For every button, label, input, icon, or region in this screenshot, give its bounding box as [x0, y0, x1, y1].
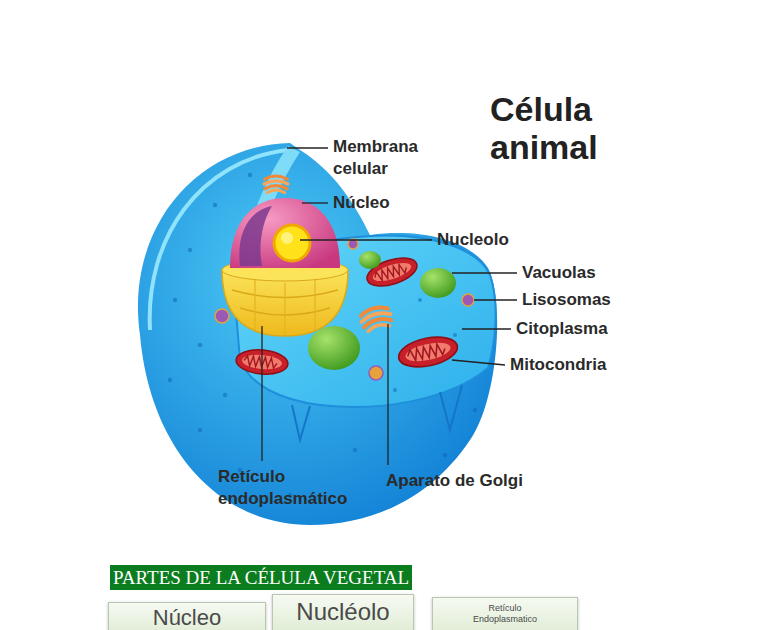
surface-dots [353, 448, 357, 452]
golgi-apparatus [264, 176, 288, 193]
surface-dots [248, 173, 252, 177]
surface-dots [173, 298, 177, 302]
leader-lines [287, 147, 328, 148]
nucleus [230, 198, 340, 268]
leader-lines [462, 328, 511, 329]
leader-lines [302, 202, 328, 203]
surface-dots [473, 408, 477, 412]
part-label: Núcleo [333, 192, 453, 214]
surface-dots [198, 428, 202, 432]
surface-dots [418, 298, 422, 302]
surface-dots [168, 378, 172, 382]
surface-dots [198, 343, 202, 347]
endoplasmic-reticulum [255, 280, 315, 335]
lysosomes [215, 239, 474, 380]
leader-lines [452, 272, 517, 273]
vacuoles [420, 268, 456, 298]
cell-body [292, 405, 310, 440]
surface-dots [188, 248, 192, 252]
vacuoles [308, 326, 360, 370]
part-button: Nucléolo [272, 594, 414, 630]
cell-body [440, 385, 462, 430]
lysosomes [215, 309, 229, 323]
leader-lines [262, 148, 517, 465]
surface-dots [393, 388, 397, 392]
part-label: Mitocondria [510, 354, 640, 376]
part-label: Nucleolo [437, 229, 557, 251]
nucleus [239, 206, 272, 266]
part-label: Vacuolas [522, 262, 642, 284]
part-label: Citoplasma [516, 318, 646, 340]
part-label: Retículo endoplasmático [218, 466, 378, 510]
surface-dots [223, 393, 227, 397]
leader-lines [452, 360, 505, 365]
mitochondria [396, 332, 460, 371]
surface-dots [213, 203, 217, 207]
leader-lines [261, 326, 262, 461]
button-label: Núcleo [109, 603, 265, 630]
leader-lines [387, 324, 388, 465]
section-band: PARTES DE LA CÉLULA VEGETAL [110, 565, 412, 590]
button-label: Retículo Endoplasmatico [465, 598, 545, 625]
nucleus [281, 232, 293, 244]
surface-dots [453, 333, 457, 337]
nucleus [230, 198, 340, 268]
vacuoles [359, 251, 381, 269]
lysosomes [462, 294, 474, 306]
surface-dots [443, 453, 447, 457]
cell-body [138, 143, 497, 525]
part-label: Aparato de Golgi [386, 470, 586, 492]
leader-lines [474, 299, 517, 300]
vacuoles [308, 251, 456, 370]
nucleus [274, 225, 310, 261]
lysosomes [369, 366, 383, 380]
button-label: Nucléolo [273, 595, 413, 626]
part-label: Membrana celular [333, 136, 438, 180]
section-heading: PARTES DE LA CÉLULA VEGETAL [113, 565, 409, 590]
part-button: Retículo Endoplasmatico [432, 597, 578, 630]
leader-lines [300, 239, 432, 240]
part-label: Lisosomas [522, 289, 642, 311]
mitochondria [235, 253, 460, 377]
surface-dots [168, 173, 477, 502]
endoplasmic-reticulum [222, 259, 348, 336]
diagram-title: Célula animal [490, 90, 630, 166]
cell-body [138, 143, 497, 525]
part-button: Núcleo [108, 602, 266, 630]
